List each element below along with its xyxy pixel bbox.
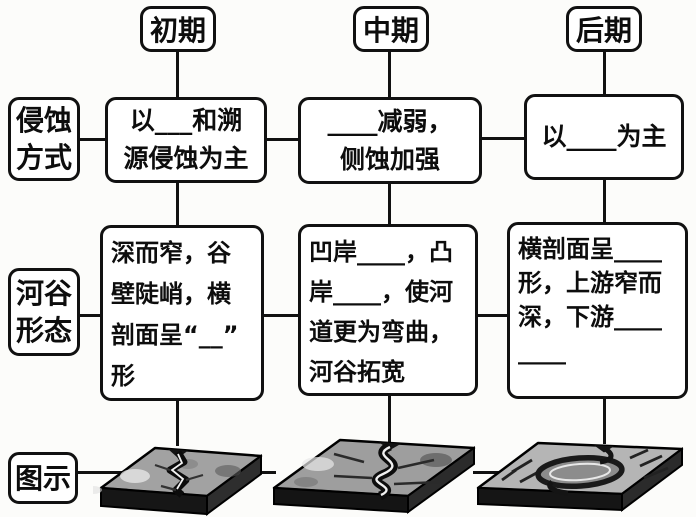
stage-box-middle: 中期 — [353, 6, 429, 52]
row-label-line: 图示 — [14, 461, 71, 495]
text-line: 横剖面呈____ — [518, 235, 662, 263]
text-line: 凹岸____，凸 — [309, 238, 453, 266]
erosion-box-middle: ____减弱， 侧蚀加强 — [298, 97, 482, 184]
valley-box-early: 深而窄，谷 壁陡峭，横 剖面呈“__” 形 — [100, 225, 264, 401]
row-label-illustration: 图示 — [8, 452, 78, 504]
text-line: 河谷拓宽 — [309, 358, 405, 386]
gully-marks — [154, 463, 204, 492]
block-right-face — [621, 447, 683, 512]
connector-label-valley — [78, 314, 102, 317]
connector-valley-illus-late — [603, 397, 606, 444]
gully-marks — [333, 452, 441, 486]
text-line: 侧蚀加强 — [339, 144, 440, 174]
block-right-face — [407, 446, 475, 514]
connector-erosion-2-3 — [480, 137, 526, 140]
text-line: 深，下游____ — [518, 303, 662, 331]
meander-highlight — [549, 462, 611, 482]
erosion-box-late: 以____为主 — [524, 94, 684, 180]
wide-valley-broad-meander-block-illustration — [476, 441, 684, 512]
connector-erosion-valley-middle — [388, 182, 391, 226]
connector-valley-illus-middle — [388, 394, 391, 442]
valley-box-middle: 凹岸____，凸 岸____，使河 道更为弯曲， 河谷拓宽 — [298, 224, 478, 396]
text-line: 形 — [111, 362, 135, 390]
river-inlet — [599, 445, 614, 465]
row-label-valley-form: 河谷 形态 — [8, 268, 80, 356]
connector-valley-1-2 — [262, 314, 299, 317]
text-line: 深而窄，谷 — [111, 239, 231, 267]
stage-box-late: 后期 — [566, 6, 642, 52]
gorge-highlight — [170, 453, 185, 490]
text-line: 壁陡峭，横 — [111, 280, 231, 308]
block-top-face — [272, 438, 476, 498]
connector-valley-2-3 — [476, 314, 509, 317]
erosion-box-early: 以___和溯 源侵蚀为主 — [105, 97, 267, 183]
text-line: ____ — [518, 337, 566, 365]
row-label-line: 河谷 — [15, 277, 72, 310]
row-label-line: 侵蚀 — [15, 104, 72, 137]
stage-label: 后期 — [575, 14, 632, 47]
meandering-river-valley-block-illustration — [272, 438, 476, 514]
tributary-marks — [501, 448, 669, 484]
narrow-v-shaped-valley-block-illustration — [93, 446, 263, 516]
stage-label: 初期 — [149, 14, 206, 47]
connector-stage-late — [603, 50, 606, 96]
row-label-line: 形态 — [15, 314, 72, 347]
stage-label: 中期 — [362, 14, 419, 47]
text-line: 以____为主 — [541, 122, 667, 151]
connector-valley-illus-early — [176, 399, 179, 446]
connector-stage-middle — [388, 50, 391, 98]
connector-label-erosion — [78, 138, 106, 141]
row-label-line: 方式 — [15, 141, 72, 174]
text-line: 岸____，使河 — [309, 278, 453, 306]
text-line: 以___和溯 — [129, 106, 243, 135]
connector-erosion-valley-late — [603, 178, 606, 224]
text-line: 形，上游窄而 — [518, 269, 662, 297]
connector-illus-1-2 — [250, 471, 276, 474]
connector-erosion-valley-early — [176, 181, 179, 226]
row-label-erosion-mode: 侵蚀 方式 — [8, 97, 80, 181]
river-highlight — [375, 445, 394, 497]
connector-illus-2-3 — [473, 471, 503, 474]
valley-box-late: 横剖面呈____ 形，上游窄而 深，下游____ ____ — [507, 222, 688, 399]
text-line: 源侵蚀为主 — [123, 144, 249, 173]
connector-erosion-1-2 — [265, 138, 299, 141]
river-outlet — [547, 480, 569, 496]
block-right-face — [206, 454, 262, 516]
connector-stage-early — [176, 50, 179, 98]
stage-box-early: 初期 — [140, 6, 216, 52]
text-line: ____减弱， — [327, 106, 453, 136]
text-line: 道更为弯曲， — [309, 318, 453, 346]
connector-label-illus — [76, 471, 122, 474]
text-line: 剖面呈“__” — [111, 321, 239, 349]
